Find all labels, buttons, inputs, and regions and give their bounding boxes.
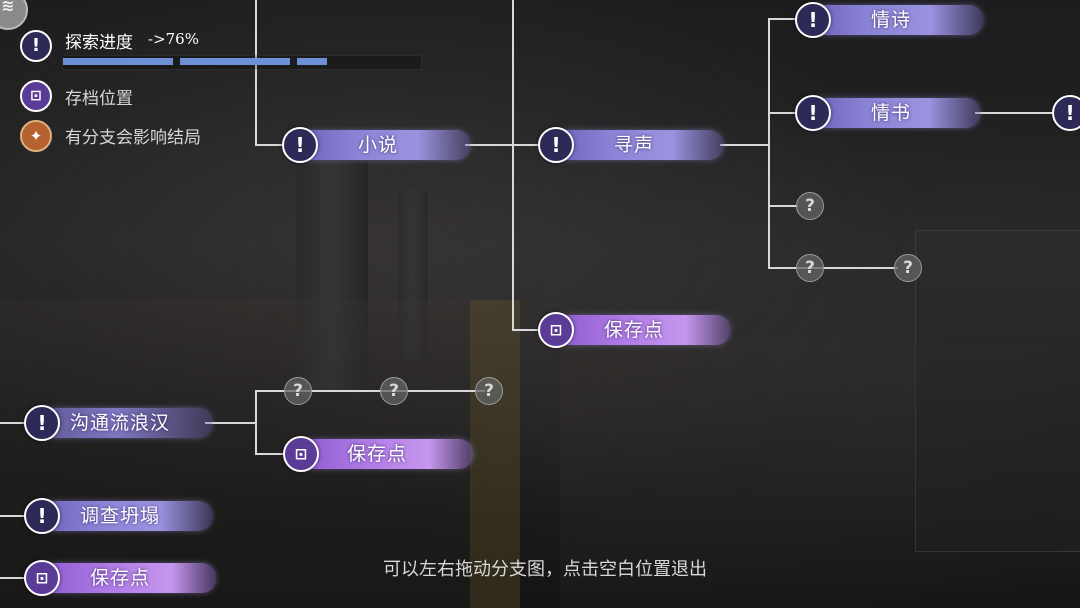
branch-icon: !: [795, 2, 831, 38]
connector: [0, 422, 28, 424]
node-label: 小说: [358, 134, 399, 156]
unknown-node-icon[interactable]: ?: [284, 377, 312, 405]
connector: [768, 205, 798, 207]
unknown-node-icon[interactable]: ?: [475, 377, 503, 405]
save-folder-icon: ⊡: [283, 436, 319, 472]
progress-label: 探索进度: [65, 33, 133, 53]
node-label: 情诗: [871, 9, 912, 31]
node-pill: [297, 439, 473, 469]
connector: [205, 422, 257, 424]
connector: [255, 390, 485, 392]
node-label: 保存点: [90, 567, 151, 589]
node-pill: [38, 501, 212, 531]
progress-segment: [180, 58, 290, 65]
unknown-node-icon[interactable]: ?: [894, 254, 922, 282]
progress-segment: [297, 58, 327, 65]
save-point-bottom[interactable]: ⊡ 保存点: [24, 560, 216, 596]
node-pill: [38, 563, 216, 593]
branch-icon: !: [1052, 95, 1080, 131]
node-label: 调查坍塌: [80, 505, 161, 527]
progress-value: ->76%: [148, 30, 199, 48]
node-pill: [38, 408, 212, 438]
save-point-top[interactable]: ⊡ 保存点: [538, 312, 730, 348]
node-pill: [296, 130, 470, 160]
node-label: 寻声: [614, 134, 655, 156]
background-train: [915, 230, 1080, 552]
node-label: 沟通流浪汉: [70, 412, 171, 434]
connector: [0, 577, 28, 579]
connector: [768, 18, 798, 20]
branch-icon: !: [282, 127, 318, 163]
ending-branch-legend-label: 有分支会影响结局: [65, 128, 201, 148]
connector: [255, 0, 257, 145]
save-folder-icon: ⊡: [24, 560, 60, 596]
save-point-mid[interactable]: ⊡ 保存点: [283, 436, 473, 472]
save-legend-label: 存档位置: [65, 89, 133, 109]
connector: [768, 18, 770, 268]
connector: [255, 453, 285, 455]
unknown-node-icon[interactable]: ?: [796, 192, 824, 220]
node-pill: [552, 315, 730, 345]
connector: [465, 144, 543, 146]
background-pillar: [398, 190, 428, 360]
connector: [768, 267, 898, 269]
node-label: 保存点: [604, 319, 665, 341]
node-seek-voice[interactable]: ! 寻声: [538, 127, 723, 163]
hint-text: 可以左右拖动分支图，点击空白位置退出: [383, 559, 707, 580]
node-pill: [552, 130, 723, 160]
background-pillar: [296, 150, 368, 390]
connector: [255, 390, 257, 454]
connector: [0, 515, 28, 517]
connector: [255, 144, 285, 146]
node-novel[interactable]: ! 小说: [282, 127, 470, 163]
save-legend-icon: ⊡: [20, 80, 52, 112]
unknown-node-icon[interactable]: ?: [796, 254, 824, 282]
connector: [720, 144, 770, 146]
connector: [512, 329, 542, 331]
branch-legend-icon: !: [20, 30, 52, 62]
node-talk-vagrant[interactable]: ! 沟通流浪汉: [24, 405, 212, 441]
connector: [768, 112, 798, 114]
node-love-letter[interactable]: ! 情书: [795, 95, 980, 131]
node-label: 情书: [871, 102, 912, 124]
node-love-poem[interactable]: ! 情诗: [795, 2, 983, 38]
branch-icon: !: [538, 127, 574, 163]
node-pill: [809, 5, 983, 35]
unknown-node-icon[interactable]: ?: [380, 377, 408, 405]
progress-segment: [63, 58, 173, 65]
corner-logo-icon[interactable]: ≋: [0, 0, 28, 30]
branch-icon: !: [24, 405, 60, 441]
node-investigate-collapse[interactable]: ! 调查坍塌: [24, 498, 212, 534]
branch-icon: !: [24, 498, 60, 534]
save-folder-icon: ⊡: [538, 312, 574, 348]
node-offscreen-right[interactable]: !: [1052, 95, 1080, 131]
ending-branch-legend-icon: ✦: [20, 120, 52, 152]
branch-icon: !: [795, 95, 831, 131]
connector: [975, 112, 1060, 114]
node-pill: [809, 98, 980, 128]
node-label: 保存点: [347, 443, 408, 465]
connector: [512, 0, 514, 330]
